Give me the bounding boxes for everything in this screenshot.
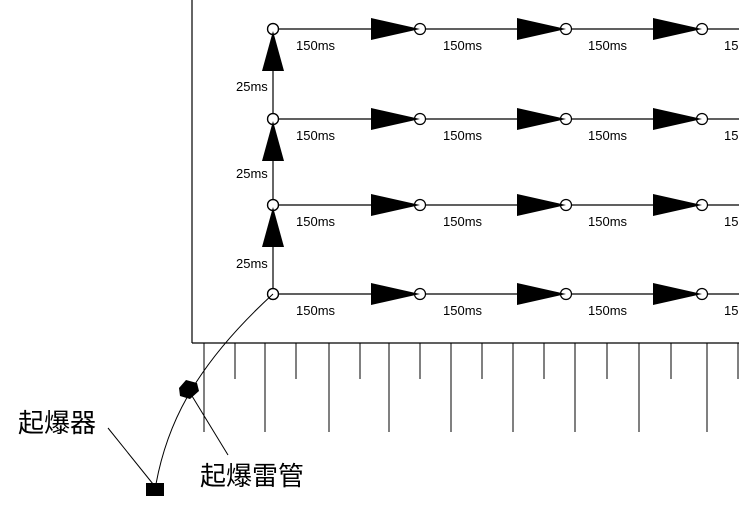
trunk-node: [266, 112, 280, 126]
row-delay-label: 15: [724, 214, 738, 229]
delay-arrow-right: [517, 283, 566, 305]
delay-arrow-right: [653, 18, 702, 40]
trunk-node: [266, 287, 280, 301]
row-delay-label: 150ms: [296, 214, 336, 229]
column-delay-label: 25ms: [236, 79, 268, 94]
delay-arrow-right: [517, 108, 566, 130]
delay-arrow-right: [653, 194, 702, 216]
delay-arrow-up: [262, 207, 284, 247]
initiation-line: 起爆器 起爆雷管: [18, 293, 304, 496]
row-delay-label: 150ms: [296, 303, 336, 318]
row-delay-label: 150ms: [588, 303, 628, 318]
column-delay-label: 25ms: [236, 256, 268, 271]
row-delay-label: 150ms: [443, 303, 483, 318]
delay-arrow-right: [517, 18, 566, 40]
detonator-leader-line: [191, 395, 229, 456]
initiator-icon: [146, 483, 164, 496]
row-delay-label: 150ms: [443, 214, 483, 229]
delay-arrow-right: [653, 108, 702, 130]
ruler-ticks: [203, 343, 739, 432]
trunk-node: [266, 22, 280, 36]
delay-arrow-right: [371, 283, 420, 305]
delay-arrow-right: [371, 194, 420, 216]
row-delay-label: 150ms: [588, 128, 628, 143]
row-delay-label: 150ms: [443, 128, 483, 143]
detonator-icon: [179, 380, 199, 399]
delay-labels: 150ms 150ms 150ms 15 150ms 150ms 150ms 15 150ms 1…: [236, 38, 738, 318]
boundary: [191, 0, 739, 344]
trunk-node: [266, 198, 280, 212]
row-delay-label: 15: [724, 128, 738, 143]
row-delay-label: 150ms: [588, 38, 628, 53]
delay-arrow-up: [262, 31, 284, 71]
delay-arrow-right: [517, 194, 566, 216]
delay-arrow-right: [371, 18, 420, 40]
detonator-label: 起爆雷管: [200, 462, 304, 492]
row-delay-label: 150ms: [443, 38, 483, 53]
delay-arrow-right: [371, 108, 420, 130]
row-delay-label: 15: [724, 303, 738, 318]
lead-wire: [155, 293, 274, 485]
row-delay-label: 150ms: [296, 38, 336, 53]
initiator-label: 起爆器: [18, 409, 96, 439]
initiator-leader-line: [107, 427, 154, 485]
row-delay-label: 15: [724, 38, 738, 53]
delay-network: [262, 18, 739, 305]
column-delay-label: 25ms: [236, 166, 268, 181]
delay-arrow-up: [262, 121, 284, 161]
delay-arrow-right: [653, 283, 702, 305]
row-delay-label: 150ms: [296, 128, 336, 143]
row-delay-label: 150ms: [588, 214, 628, 229]
